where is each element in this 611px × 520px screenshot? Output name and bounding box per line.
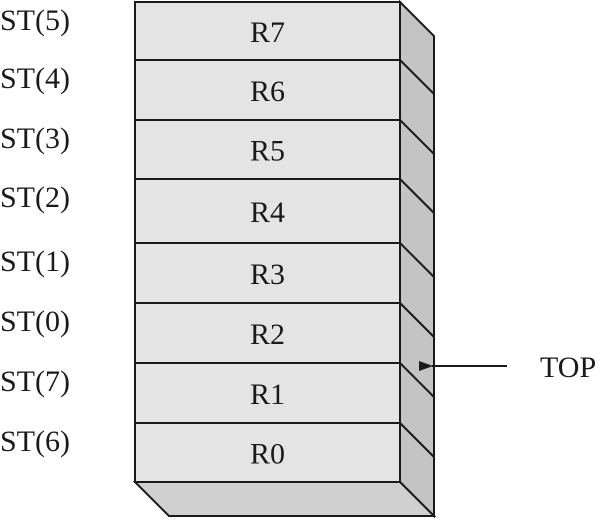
st-label-1: ST(4) bbox=[0, 62, 70, 95]
register-label-r2: R2 bbox=[250, 318, 285, 351]
side-separator-6 bbox=[399, 422, 435, 458]
side-separator-4 bbox=[399, 302, 435, 338]
register-label-r3: R3 bbox=[250, 258, 285, 291]
side-separator-2 bbox=[399, 178, 435, 214]
st-label-0: ST(5) bbox=[0, 4, 70, 37]
side-separator-3 bbox=[399, 242, 435, 278]
register-label-r7: R7 bbox=[250, 16, 285, 49]
register-box-r5 bbox=[134, 119, 401, 180]
register-label-r1: R1 bbox=[250, 378, 285, 411]
st-label-5: ST(0) bbox=[0, 305, 70, 338]
register-box-r4 bbox=[134, 178, 401, 244]
st-label-2: ST(3) bbox=[0, 122, 70, 155]
register-box-r2 bbox=[134, 302, 401, 364]
side-separator-0 bbox=[399, 59, 435, 95]
st-label-4: ST(1) bbox=[0, 245, 70, 278]
side-separator-1 bbox=[399, 119, 435, 155]
st-label-6: ST(7) bbox=[0, 365, 70, 398]
side-separator-5 bbox=[399, 362, 435, 398]
top-pointer-label: TOP bbox=[540, 351, 596, 384]
register-box-r3 bbox=[134, 242, 401, 304]
side-separator-lines bbox=[399, 59, 435, 458]
register-box-r0 bbox=[134, 422, 401, 483]
st-label-3: ST(2) bbox=[0, 181, 70, 214]
st-label-7: ST(6) bbox=[0, 425, 70, 458]
register-label-r0: R0 bbox=[250, 438, 285, 471]
stack-bottom-face bbox=[132, 481, 437, 517]
register-label-r5: R5 bbox=[250, 135, 285, 168]
st-labels: ST(5) ST(4) ST(3) ST(2) ST(1) ST(0) ST(7) ST(6) bbox=[0, 4, 70, 458]
register-label-r4: R4 bbox=[250, 196, 285, 229]
register-box-r7 bbox=[134, 1, 401, 61]
register-box-r1 bbox=[134, 362, 401, 424]
register-label-r6: R6 bbox=[250, 75, 285, 108]
